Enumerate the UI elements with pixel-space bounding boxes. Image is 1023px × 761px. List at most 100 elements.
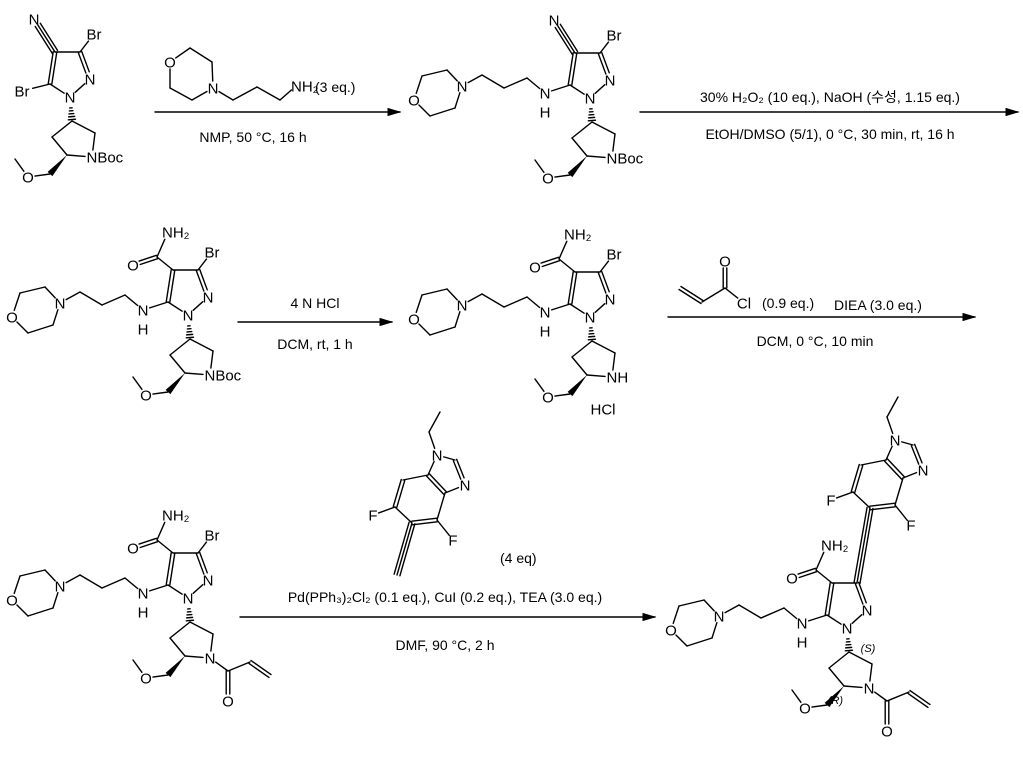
bond-line	[157, 540, 173, 553]
bond-line	[854, 507, 867, 582]
bond-line	[200, 552, 208, 572]
bond-line	[28, 325, 53, 333]
final-product: NNNNFFONH₂NHNOONO(S)(R)	[665, 397, 930, 741]
fluoro-label: F	[368, 508, 377, 525]
step-4-arrow: (0.9 eq.) DIEA (3.0 eq.) DCM, 0 °C, 10 m…	[668, 295, 975, 349]
hcl-salt-label: HCl	[591, 402, 616, 419]
imidazole-n1-label: N	[890, 433, 901, 450]
bond-line	[422, 70, 447, 76]
bond-line	[185, 373, 203, 374]
bond-line	[45, 287, 55, 298]
bond-line	[82, 51, 90, 71]
bond-line	[739, 605, 761, 618]
wedge-bond	[166, 373, 185, 394]
bond-line	[592, 122, 615, 134]
bond-line	[447, 70, 457, 81]
bond-line	[859, 582, 867, 602]
amine-nh2-label: NH₂	[291, 79, 319, 96]
bond-line	[429, 432, 435, 448]
bond-line	[45, 570, 55, 581]
bond-line	[895, 478, 903, 505]
pyrazole-n1-label: N	[585, 91, 596, 108]
bond-line	[102, 578, 125, 588]
step-4-conditions: DCM, 0 °C, 10 min	[757, 333, 874, 349]
bond-line	[887, 417, 893, 433]
bond-line	[870, 664, 872, 681]
step-4-base: DIEA (3.0 eq.)	[834, 297, 922, 313]
morpholine-n-label: N	[55, 296, 66, 313]
bond-line	[170, 355, 185, 373]
bond-line	[827, 615, 841, 624]
bond-line	[192, 91, 207, 100]
stereo-r-label: (R)	[828, 695, 844, 707]
morpholine-o-label: O	[665, 623, 677, 640]
bond-line	[200, 269, 208, 289]
hash-bond	[68, 119, 75, 120]
nitrile-n-label: N	[549, 13, 560, 30]
fluoro-label: F	[826, 493, 835, 510]
bond-line	[397, 523, 412, 575]
bond-line	[38, 25, 55, 52]
acyl-o-label: O	[719, 254, 731, 271]
bond-line	[570, 85, 584, 94]
wedge-bond	[166, 656, 185, 677]
bond-line	[176, 48, 190, 58]
bond-line	[598, 54, 606, 74]
step-1-conditions: NMP, 50 °C, 16 h	[199, 129, 306, 145]
carbonyl-o-label: O	[786, 571, 798, 588]
bond-line	[853, 492, 870, 508]
bond-line	[379, 507, 395, 513]
bond-line	[157, 257, 173, 270]
bond-line	[887, 397, 898, 417]
pyrrolidine-n-label: N	[205, 651, 216, 668]
step-5-conditions: DMF, 90 °C, 2 h	[396, 637, 495, 653]
bond-line	[911, 446, 918, 465]
bond-line	[855, 584, 863, 604]
morpholine-o-label: O	[6, 310, 18, 327]
bond-line	[125, 578, 138, 589]
bond-line	[468, 75, 482, 83]
bond-line	[860, 509, 873, 584]
hash-bond	[588, 120, 595, 121]
bond-line	[468, 294, 482, 302]
morpholine-o-label: O	[6, 593, 18, 610]
bond-line	[704, 600, 714, 611]
bond-line	[72, 121, 95, 133]
bond-line	[702, 288, 725, 302]
step-1-arrow: (3 eq.) NMP, 50 °C, 16 h	[155, 79, 400, 145]
bond-line	[211, 351, 213, 368]
bromo-label: Br	[205, 528, 220, 545]
bond-line	[93, 133, 95, 150]
bond-line	[482, 294, 504, 307]
pyrazole-n2-label: N	[605, 73, 616, 90]
bond-line	[219, 92, 233, 100]
bond-line	[394, 522, 409, 574]
bond-line	[870, 503, 895, 506]
carbonyl-o-label: O	[127, 541, 139, 558]
bond-line	[570, 304, 584, 313]
bond-line	[855, 466, 863, 493]
bond-line	[422, 289, 447, 295]
morpholine-n-label: N	[457, 79, 468, 96]
n-boc-label: NBoc	[87, 150, 124, 167]
amine-h-label: H	[797, 635, 808, 652]
hash-bond	[186, 620, 193, 621]
bond-line	[875, 692, 887, 701]
bond-line	[153, 675, 168, 677]
nitrile-n-label: N	[29, 12, 40, 29]
bond-line	[20, 570, 45, 576]
bond-line	[40, 23, 57, 50]
bond-line	[592, 341, 615, 353]
bond-line	[457, 459, 464, 478]
bond-line	[14, 576, 20, 593]
bond-line	[193, 585, 203, 594]
bond-line	[190, 622, 213, 634]
bond-line	[157, 522, 165, 540]
compound-4-deprotected-hcl: NNBrONH₂NHNOONHHCl	[408, 227, 628, 419]
bond-line	[35, 27, 52, 54]
stereo-s-label: (S)	[861, 643, 876, 655]
bond-line	[829, 652, 849, 668]
bond-line	[595, 304, 605, 313]
bond-line	[193, 302, 203, 311]
bond-line	[212, 62, 213, 81]
